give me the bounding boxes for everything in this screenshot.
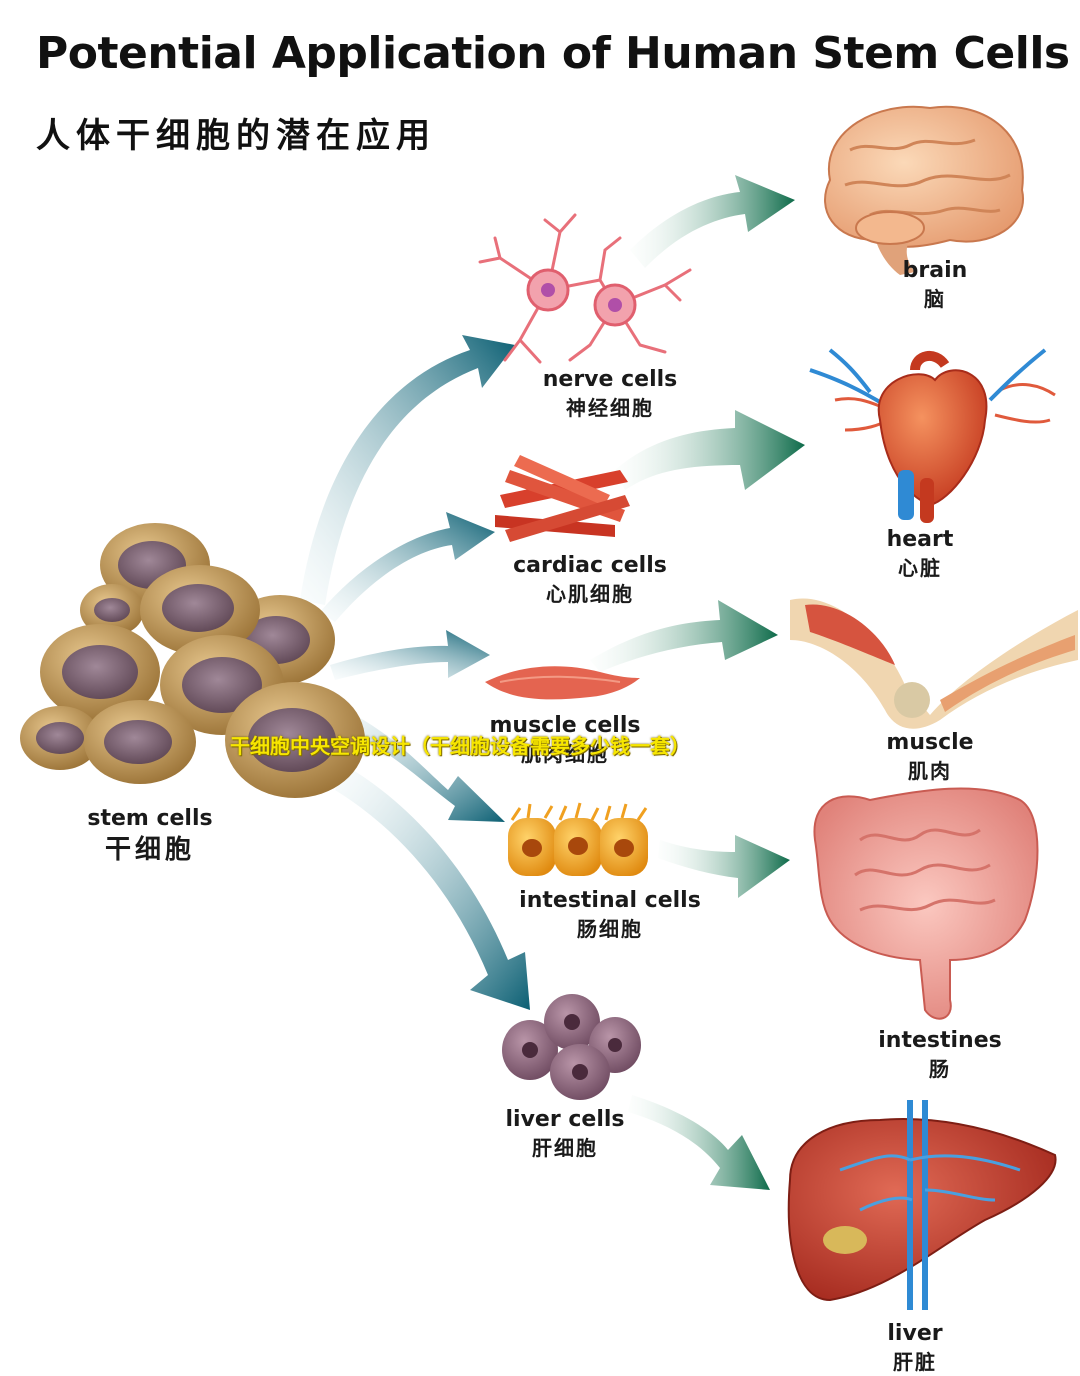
label-muscle-en: muscle <box>886 730 974 755</box>
intestinal-cells-illustration <box>508 802 648 876</box>
arrow-to-brain <box>630 175 795 268</box>
label-intestinal-cells-zh: 肠细胞 <box>577 917 643 941</box>
label-stem-cells-zh: 干细胞 <box>104 835 195 865</box>
arrow-to-nerve-cells <box>300 335 515 605</box>
label-intestinal-cells: intestinal cells 肠细胞 <box>510 887 710 943</box>
arrow-to-liver-cells <box>335 765 530 1010</box>
label-muscle-cells-en: muscle cells <box>489 713 641 738</box>
brain-illustration <box>824 105 1025 275</box>
cardiac-cells-illustration <box>495 455 630 542</box>
label-cardiac-cells-en: cardiac cells <box>513 553 667 578</box>
label-liver-zh: 肝脏 <box>893 1350 937 1374</box>
muscle-arm-illustration <box>790 598 1078 729</box>
label-intestinal-cells-en: intestinal cells <box>519 888 701 913</box>
arrow-to-muscle <box>590 600 778 672</box>
label-liver-cells: liver cells 肝细胞 <box>480 1106 650 1162</box>
label-muscle-cells: muscle cells 肌肉细胞 <box>475 712 655 768</box>
arrow-to-cardiac-cells <box>320 512 495 622</box>
label-brain-en: brain <box>902 258 968 283</box>
stem-cell <box>140 565 260 655</box>
label-heart-zh: 心脏 <box>898 556 942 580</box>
heart-illustration <box>809 348 1056 523</box>
stem-cell <box>225 682 365 798</box>
label-intestines: intestines 肠 <box>870 1027 1010 1083</box>
cell-to-organ-arrows <box>590 175 805 1190</box>
label-liver-cells-zh: 肝细胞 <box>532 1136 598 1160</box>
intestines-illustration <box>813 787 1039 1020</box>
label-heart-en: heart <box>886 527 954 552</box>
stem-cell <box>84 700 196 784</box>
label-nerve-cells-zh: 神经细胞 <box>566 396 654 420</box>
arrow-to-intestinal-cells <box>330 705 505 822</box>
label-stem-cells-en: stem cells <box>87 806 213 831</box>
label-nerve-cells-en: nerve cells <box>542 367 678 392</box>
stem-cell <box>20 706 100 770</box>
stem-cell <box>80 584 144 636</box>
liver-illustration <box>787 1100 1057 1310</box>
stem-to-cell-arrows <box>300 335 530 1010</box>
label-intestines-en: intestines <box>878 1028 1002 1053</box>
label-intestines-zh: 肠 <box>929 1057 951 1081</box>
label-cardiac-cells-zh: 心肌细胞 <box>546 582 634 606</box>
label-heart: heart 心脏 <box>865 526 975 582</box>
label-nerve-cells: nerve cells 神经细胞 <box>520 366 700 422</box>
title-chinese: 人体干细胞的潜在应用 <box>36 116 436 156</box>
arrow-to-heart <box>615 410 805 490</box>
arrow-to-intestines <box>658 835 790 898</box>
title-english: Potential Application of Human Stem Cell… <box>36 28 1070 79</box>
muscle-cell-illustration <box>485 666 640 700</box>
label-liver: liver 肝脏 <box>860 1320 970 1376</box>
label-liver-cells-en: liver cells <box>505 1107 625 1132</box>
stem-cells-illustration <box>20 523 365 798</box>
liver-cells-illustration <box>502 994 641 1100</box>
label-brain: brain 脑 <box>880 257 990 313</box>
stem-cell <box>40 624 160 720</box>
overlay-caption: 干细胞中央空调设计（干细胞设备需要多少钱一套） <box>230 734 690 758</box>
arrow-to-muscle-cells <box>330 630 490 680</box>
label-muscle-cells-zh: 肌肉细胞 <box>521 742 609 766</box>
label-muscle-zh: 肌肉 <box>908 759 952 783</box>
label-muscle: muscle 肌肉 <box>870 729 990 785</box>
label-stem-cells: stem cells 干细胞 <box>80 805 220 867</box>
label-brain-zh: 脑 <box>924 287 946 311</box>
arrow-to-liver <box>628 1095 770 1190</box>
nerve-cells-illustration <box>478 213 692 364</box>
label-cardiac-cells: cardiac cells 心肌细胞 <box>500 552 680 608</box>
label-liver-en: liver <box>887 1321 943 1346</box>
